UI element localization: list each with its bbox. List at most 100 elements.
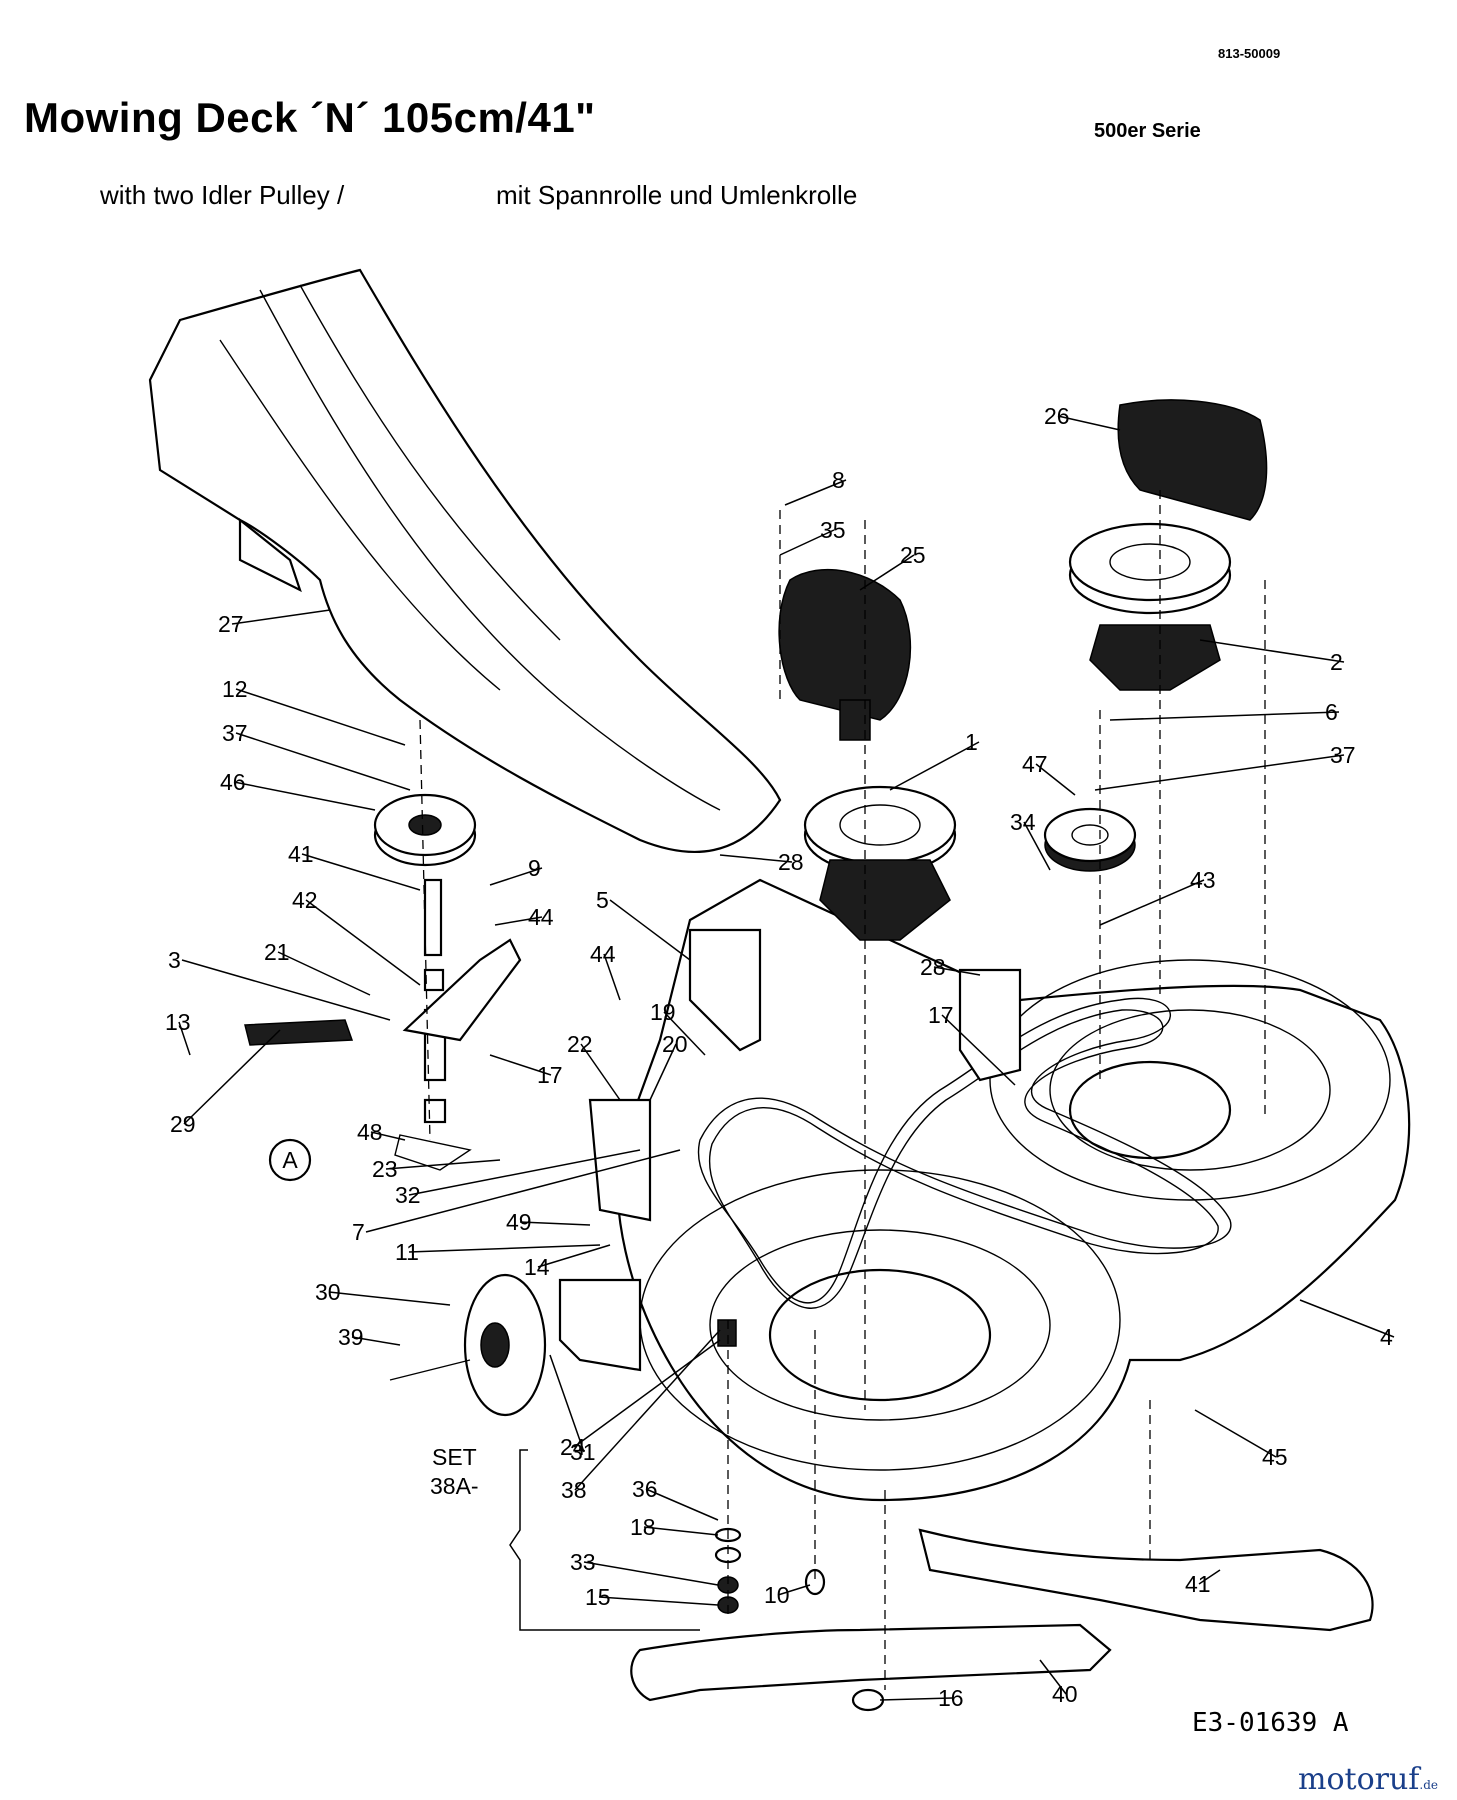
part-callout-38: 38 xyxy=(561,1477,587,1503)
callout-leader xyxy=(519,1221,591,1226)
part-callout-18: 18 xyxy=(630,1514,656,1540)
callout-leader xyxy=(537,1244,611,1268)
callout-leader xyxy=(301,853,421,891)
callout-leader xyxy=(183,1029,281,1125)
part-callout-36: 36 xyxy=(632,1476,658,1502)
callout-leader xyxy=(1198,1569,1221,1585)
part-callout-33: 33 xyxy=(570,1549,596,1575)
callout-leader xyxy=(933,966,981,976)
part-callout-3: 3 xyxy=(168,947,181,973)
page-title: Mowing Deck ´N´ 105cm/41" xyxy=(24,94,596,141)
set-label-line1: SET xyxy=(432,1444,477,1470)
part-callout-10: 10 xyxy=(764,1582,790,1608)
pulley-cover-26 xyxy=(1117,399,1268,521)
part-callout-41: 41 xyxy=(1185,1571,1211,1597)
part-callout-17: 17 xyxy=(928,1002,954,1028)
part-callout-11: 11 xyxy=(395,1239,419,1265)
part-callout-48: 48 xyxy=(357,1119,383,1145)
part-callout-13: 13 xyxy=(165,1009,191,1035)
watermark-name: motoruf xyxy=(1298,1762,1420,1797)
part-callout-40: 40 xyxy=(1052,1681,1078,1707)
callout-leader xyxy=(859,554,915,591)
part-callout-23: 23 xyxy=(372,1156,398,1182)
part-callout-37: 37 xyxy=(222,720,248,746)
part-callout-31: 31 xyxy=(570,1439,596,1465)
callout-layer: 1234567891011121314151617171819202122232… xyxy=(165,403,1395,1711)
part-callout-17: 17 xyxy=(537,1062,563,1088)
callout-leader xyxy=(941,1014,1016,1086)
callout-leader xyxy=(178,1021,191,1056)
callout-leader xyxy=(719,854,793,863)
assembly-center-lines xyxy=(419,490,1266,1690)
callout-leader xyxy=(779,529,835,556)
part-callout-14: 14 xyxy=(524,1254,550,1280)
part-callout-19: 19 xyxy=(650,999,676,1025)
callout-leader xyxy=(580,1043,621,1101)
callout-leader xyxy=(1094,754,1345,791)
callout-leader xyxy=(1023,821,1051,871)
callout-leader xyxy=(277,951,371,996)
spindle-pulley-2 xyxy=(1068,522,1232,691)
part-callout-42: 42 xyxy=(292,887,318,913)
part-callout-20: 20 xyxy=(662,1031,688,1057)
part-callout-47: 47 xyxy=(1022,751,1048,777)
part-callout-5: 5 xyxy=(596,887,609,913)
callout-leader xyxy=(777,1584,811,1596)
mower-blade-42 xyxy=(630,1623,1112,1702)
callout-leader xyxy=(370,1131,406,1141)
part-callout-8: 8 xyxy=(832,467,845,493)
part-callout-49: 49 xyxy=(506,1209,532,1235)
callout-leader xyxy=(351,1336,401,1346)
callout-leader xyxy=(784,479,847,506)
part-callout-4: 4 xyxy=(1380,1324,1393,1350)
callout-leader xyxy=(549,1354,585,1453)
callout-leader xyxy=(385,1159,501,1170)
part-callout-30: 30 xyxy=(315,1279,341,1305)
part-callout-16: 16 xyxy=(938,1685,964,1711)
callout-leader xyxy=(328,1291,451,1306)
callout-leader xyxy=(879,1697,953,1701)
callout-leader xyxy=(663,1011,706,1056)
idler-pulley-48 xyxy=(1043,807,1137,872)
part-callout-1: 1 xyxy=(965,729,978,755)
subtitle-english: with two Idler Pulley / xyxy=(100,180,345,210)
callout-leader xyxy=(408,1149,641,1196)
drive-belt xyxy=(697,997,1232,1309)
callout-leader xyxy=(1057,415,1121,431)
idler-arm-assembly xyxy=(244,878,522,1171)
callout-leader xyxy=(1199,639,1345,663)
document-number: 813-50009 xyxy=(1218,46,1281,61)
callout-leader xyxy=(649,1043,677,1101)
callout-leader xyxy=(365,1149,681,1233)
part-callout-39: 39 xyxy=(338,1324,364,1350)
callout-leader xyxy=(1109,711,1340,721)
series-label: 500er Serie xyxy=(1094,120,1201,142)
part-callout-28: 28 xyxy=(778,849,804,875)
part-callout-45: 45 xyxy=(1262,1444,1288,1470)
drawing-id: E3-01639 A xyxy=(1192,1708,1349,1738)
callout-leader xyxy=(235,732,411,791)
callout-leader xyxy=(645,1488,719,1521)
part-callout-22: 22 xyxy=(567,1031,593,1057)
part-callout-9: 9 xyxy=(528,855,541,881)
callout-leader xyxy=(598,1596,719,1606)
part-callout-7: 7 xyxy=(352,1219,365,1245)
detail-marker-a: A xyxy=(282,1147,298,1173)
callout-leader xyxy=(233,781,376,811)
callout-leader xyxy=(1099,879,1205,926)
part-callout-21: 21 xyxy=(264,939,290,965)
callout-leader xyxy=(583,1561,719,1586)
callout-leader xyxy=(494,916,543,926)
callout-leader xyxy=(603,953,621,1001)
pulley-cover-25 xyxy=(778,568,912,741)
part-callout-41: 41 xyxy=(288,841,314,867)
callout-leader xyxy=(643,1526,719,1536)
callout-leader xyxy=(1299,1299,1395,1338)
part-callout-27: 27 xyxy=(218,611,244,637)
set-label-line2: 38A- xyxy=(430,1473,479,1499)
callout-leader xyxy=(305,899,421,986)
part-callout-6: 6 xyxy=(1325,699,1338,725)
callout-leader xyxy=(408,1244,601,1253)
callout-leader xyxy=(489,867,543,886)
